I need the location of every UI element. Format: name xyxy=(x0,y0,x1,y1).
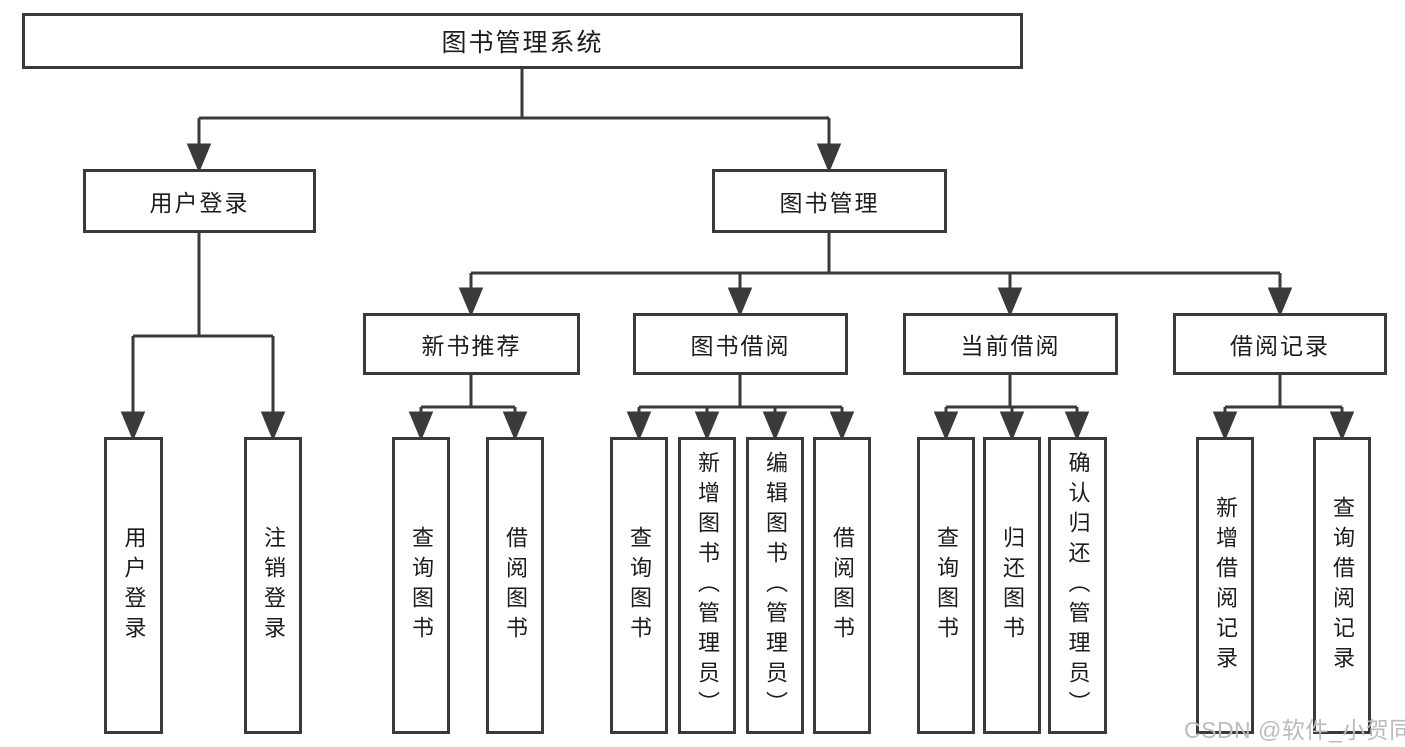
leaf-query-books-recommend: 查询图书 xyxy=(392,437,450,734)
node-label: 借阅图书 xyxy=(830,525,855,646)
leaf-logout: 注销登录 xyxy=(244,437,302,734)
connector-new-book-recommend xyxy=(408,375,528,441)
node-label: 借阅记录 xyxy=(1230,333,1330,359)
node-label: 查询图书 xyxy=(934,525,959,646)
leaf-edit-book-admin: 编辑图书（管理员） xyxy=(746,437,804,734)
node-label: 新增图书（管理员） xyxy=(695,450,720,721)
node-label: 查询图书 xyxy=(627,525,652,646)
node-book-management: 图书管理 xyxy=(712,169,947,233)
leaf-user-login: 用户登录 xyxy=(104,437,163,734)
node-label: 图书管理 xyxy=(779,190,880,216)
node-label: 新书推荐 xyxy=(421,333,522,359)
node-label: 确认归还（管理员） xyxy=(1065,450,1091,721)
leaf-borrow-books: 借阅图书 xyxy=(813,437,871,734)
connector-root xyxy=(186,69,842,173)
node-label: 归还图书 xyxy=(1000,525,1025,646)
csdn-watermark: CSDN @软件_小贺同学 xyxy=(1184,717,1405,743)
node-label: 图书管理系统 xyxy=(441,29,604,57)
node-label: 编辑图书（管理员） xyxy=(763,450,788,721)
leaf-add-book-admin: 新增图书（管理员） xyxy=(678,437,736,734)
leaf-add-borrow-record: 新增借阅记录 xyxy=(1196,437,1254,734)
leaf-borrow-books-recommend: 借阅图书 xyxy=(486,437,544,734)
leaf-return-book: 归还图书 xyxy=(983,437,1041,734)
node-library-management-system: 图书管理系统 xyxy=(22,13,1023,69)
node-label: 借阅图书 xyxy=(503,525,528,646)
leaf-query-books-borrow: 查询图书 xyxy=(610,437,668,734)
node-user-login: 用户登录 xyxy=(83,169,316,233)
connector-book-management xyxy=(458,233,1293,317)
connector-current-borrow xyxy=(933,375,1090,441)
node-new-book-recommend: 新书推荐 xyxy=(363,313,580,375)
leaf-confirm-return-admin: 确认归还（管理员） xyxy=(1048,437,1107,734)
node-label: 用户登录 xyxy=(121,525,147,646)
node-label: 注销登录 xyxy=(261,525,286,646)
node-label: 查询借阅记录 xyxy=(1330,495,1355,676)
node-label: 图书借阅 xyxy=(690,333,791,359)
node-label: 查询图书 xyxy=(409,525,434,646)
connector-borrow-records xyxy=(1212,375,1355,441)
node-label: 新增借阅记录 xyxy=(1213,495,1238,676)
node-label: 用户登录 xyxy=(149,190,250,216)
connector-book-borrow xyxy=(626,375,855,441)
node-current-borrow: 当前借阅 xyxy=(903,313,1118,375)
node-borrow-records: 借阅记录 xyxy=(1173,313,1387,375)
node-book-borrow: 图书借阅 xyxy=(633,313,848,375)
leaf-query-books-current: 查询图书 xyxy=(917,437,975,734)
connector-user-login xyxy=(120,233,286,441)
leaf-query-borrow-record: 查询借阅记录 xyxy=(1313,437,1371,734)
node-label: 当前借阅 xyxy=(960,333,1061,359)
